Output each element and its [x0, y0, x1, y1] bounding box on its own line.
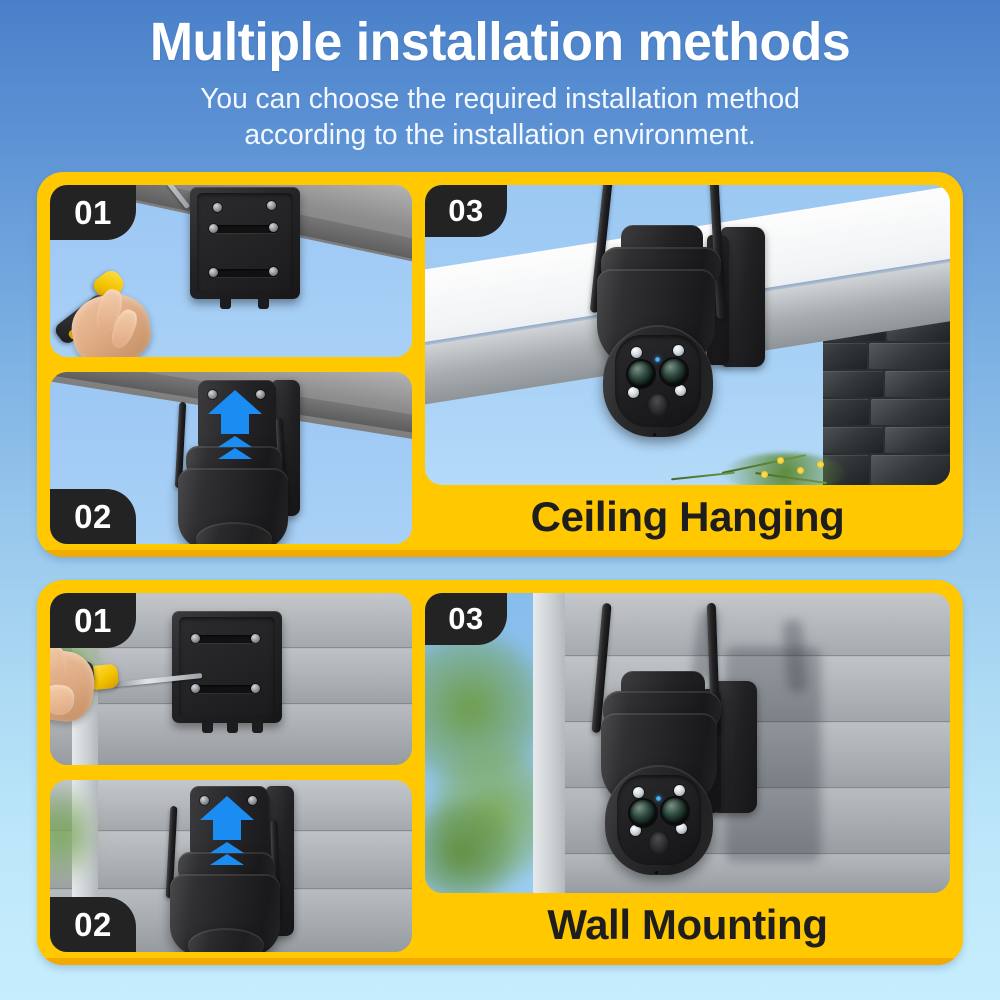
page-title: Multiple installation methods: [149, 12, 851, 72]
ceiling-step-02[interactable]: 02: [50, 372, 412, 544]
camera-lens-left: [628, 361, 654, 387]
scene-ceiling-hero: [425, 185, 950, 485]
ir-led: [628, 387, 639, 398]
camera-lens-faceplate: [615, 335, 701, 427]
scene-wall-hero: [425, 593, 950, 893]
step-badge-02: 02: [50, 897, 136, 952]
ir-led: [673, 345, 684, 356]
step-badge-01: 01: [50, 185, 136, 240]
spotlight: [648, 831, 670, 855]
camera-lens-left: [630, 800, 656, 826]
mounting-bracket: [172, 611, 282, 733]
brick-wall: [823, 315, 950, 485]
card-ceiling-hanging[interactable]: 01: [37, 172, 963, 557]
step-badge-03: 03: [425, 593, 507, 645]
flower: [797, 467, 804, 474]
ir-led: [675, 385, 686, 396]
slide-up-arrow-icon: [200, 388, 270, 460]
ir-led: [630, 825, 641, 836]
ceiling-step-stack: 01: [50, 185, 412, 544]
ceiling-step-01[interactable]: 01: [50, 185, 412, 357]
caption-ceiling-hanging: Ceiling Hanging: [530, 493, 845, 540]
wall-hero-image[interactable]: 03: [425, 593, 950, 893]
wall-step-01[interactable]: 01: [50, 593, 412, 765]
wall-step-stack: 01: [50, 593, 412, 952]
corner-trim: [533, 593, 565, 893]
caption-wall-mounting: Wall Mounting: [547, 901, 828, 948]
camera-lens-faceplate: [617, 775, 701, 865]
flower: [817, 461, 824, 468]
card-wall-mounting[interactable]: 01: [37, 580, 963, 965]
camera-lens-right: [661, 359, 687, 385]
status-led: [656, 796, 661, 801]
wall-step-02[interactable]: 02: [50, 780, 412, 952]
status-led: [655, 357, 660, 362]
scene-ceiling-step-01: [50, 185, 412, 357]
page-subtitle: You can choose the required installation…: [15, 81, 985, 154]
step-badge-03: 03: [425, 185, 507, 237]
slide-up-arrow-icon: [192, 794, 262, 866]
step-badge-02: 02: [50, 489, 136, 544]
spotlight: [647, 393, 669, 417]
step-badge-01: 01: [50, 593, 136, 648]
flower: [777, 457, 784, 464]
subtitle-line-1: You can choose the required installation…: [200, 82, 800, 115]
ir-led: [676, 823, 687, 834]
ir-led: [674, 785, 685, 796]
scene-wall-step-02: [50, 780, 412, 952]
flower: [761, 471, 768, 478]
ir-led: [633, 787, 644, 798]
ir-led: [631, 347, 642, 358]
ceiling-hero-image[interactable]: 03: [425, 185, 950, 485]
header: Multiple installation methods You can ch…: [0, 0, 1000, 154]
subtitle-line-2: according to the installation environmen…: [244, 119, 756, 152]
camera-lens-right: [662, 798, 688, 824]
